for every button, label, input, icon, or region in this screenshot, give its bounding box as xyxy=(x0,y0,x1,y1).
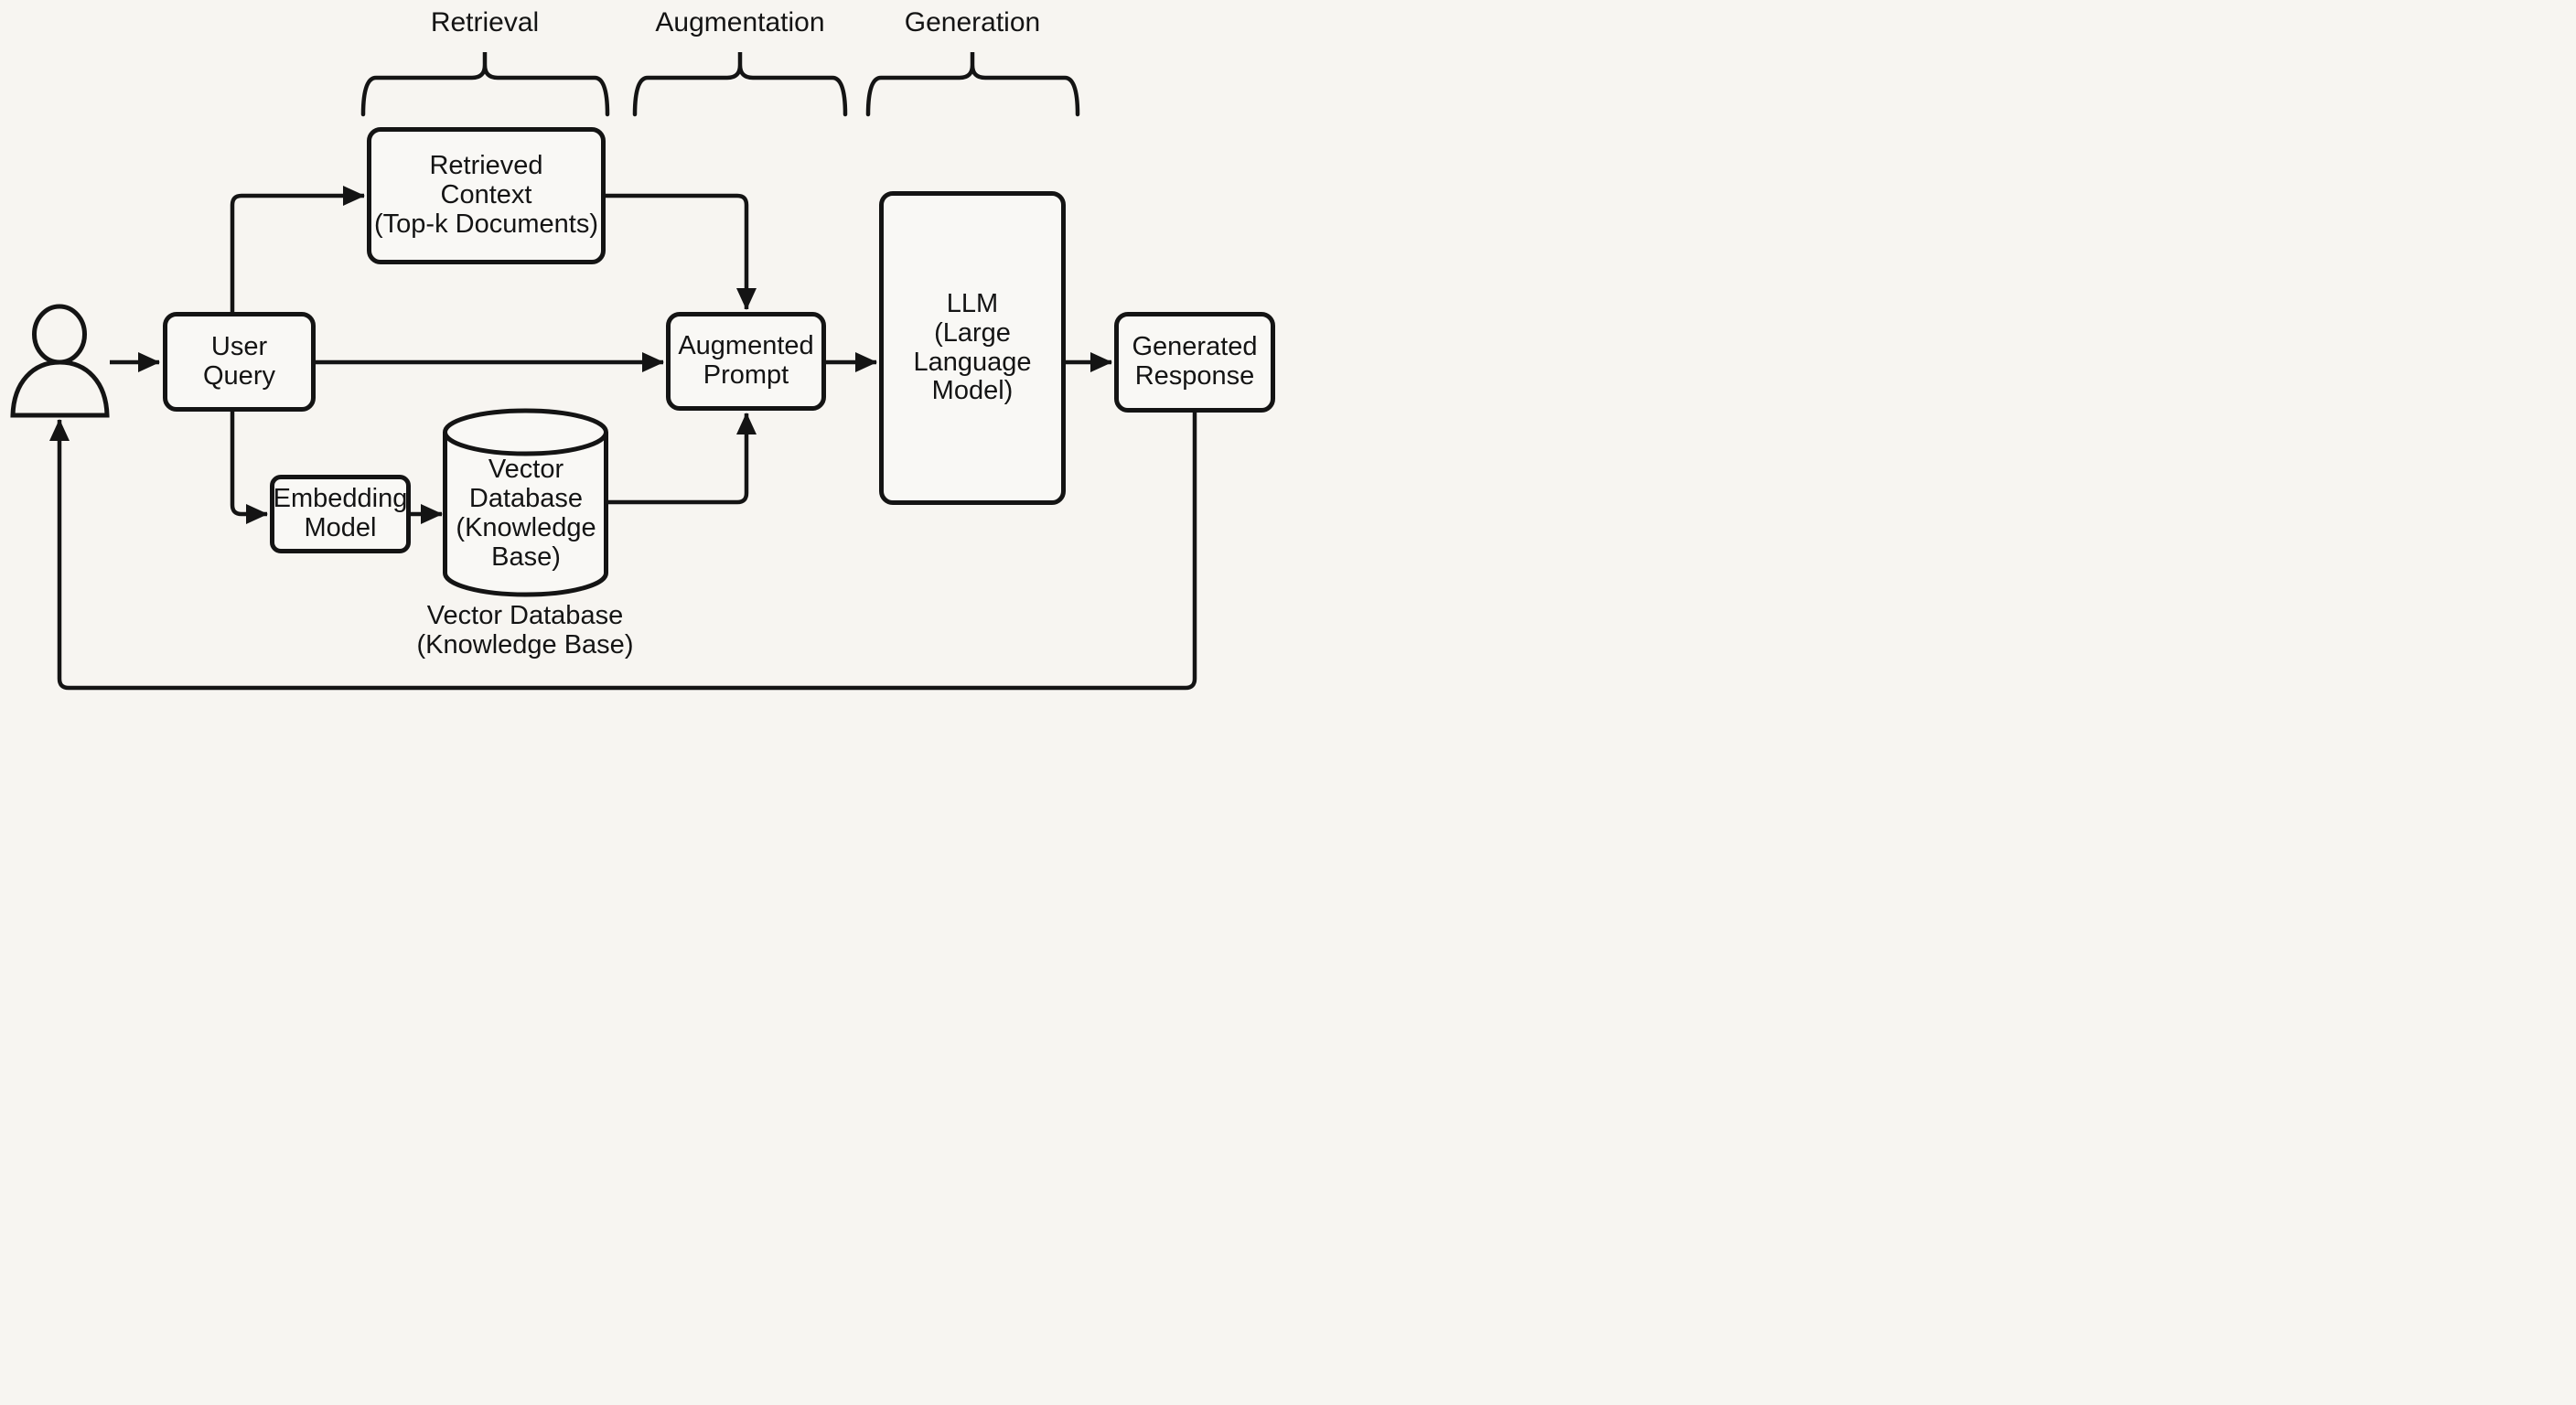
llm-node: LLM (Large Language Model) xyxy=(879,191,1066,505)
section-label-generation: Generation xyxy=(904,7,1041,38)
section-label-retrieval: Retrieval xyxy=(430,7,540,38)
vector-db-caption: Vector Database (Knowledge Base) xyxy=(416,601,634,660)
retrievedcontext-to-augmentedprompt-connector xyxy=(606,193,757,310)
augmented-prompt-node: Augmented Prompt xyxy=(666,312,826,411)
vector-db-label: Vector Database (Knowledge Base) xyxy=(456,455,596,572)
vectordb-to-augmentedprompt-connector xyxy=(606,413,757,505)
user-icon-head xyxy=(32,304,87,365)
embedding-model-node: Embedding Model xyxy=(270,475,411,553)
section-label-augmentation: Augmentation xyxy=(655,7,825,38)
retrieval-brace xyxy=(360,52,610,117)
rag-pipeline-diagram: Retrieval Augmentation Generation User Q… xyxy=(0,0,1288,702)
augmentation-brace xyxy=(632,52,848,117)
user-query-node: User Query xyxy=(163,312,316,412)
generated-response-node: Generated Response xyxy=(1114,312,1275,413)
cylinder-top xyxy=(443,408,608,456)
userquery-to-embedding-connector xyxy=(230,412,268,524)
feedback-loop-connector xyxy=(49,413,1197,691)
retrieved-context-node: Retrieved Context (Top-k Documents) xyxy=(367,127,606,264)
generation-brace xyxy=(865,52,1080,117)
diagram-strokes-layer xyxy=(10,52,1197,691)
vector-db-cylinder xyxy=(443,408,608,597)
user-icon-body xyxy=(10,359,110,418)
user-icon xyxy=(10,304,110,418)
cylinder-body xyxy=(443,432,608,597)
userquery-to-retrievedcontext-connector xyxy=(230,186,365,312)
